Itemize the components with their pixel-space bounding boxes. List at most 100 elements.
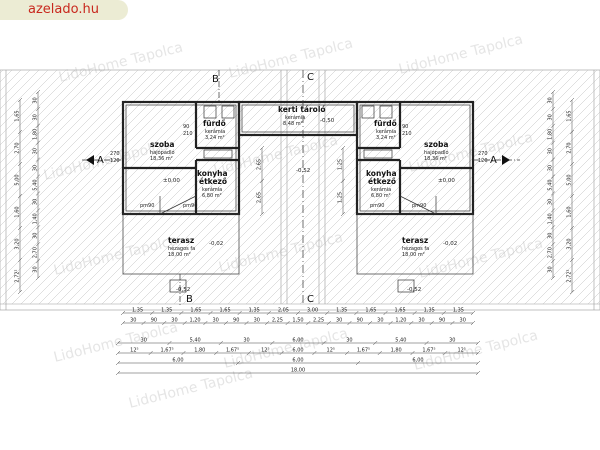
dimension-label: 30 [212,318,218,324]
room-floor-konyha: kerámia [202,186,222,193]
dimension-tick [237,310,242,316]
dimension-label: 5,40 [548,179,554,190]
dimension-tick [17,225,23,231]
dimension-tick [475,340,481,346]
section-label-a: A [490,155,497,166]
door-label: 90 [402,124,408,130]
hatch-line [506,210,600,305]
door-label: 90 [183,124,189,130]
hatch-line [200,69,436,305]
dimension-tick [312,350,317,356]
dimension-tick [569,193,575,199]
hatch-line [0,69,67,137]
hatch-line [0,69,31,101]
room-area-kerti-tarolo: 8,48 m² [283,121,303,127]
site-badge[interactable]: azelado.hu [0,0,128,20]
dimension-label: 1,80 [391,348,402,354]
dimension-tick [443,350,448,356]
dimension-label: 1,40 [548,213,554,224]
dimension-label: 1,25 [338,159,344,170]
dimension-tick [354,310,359,316]
dimension-tick [161,320,167,326]
dimension-label: 30 [33,148,39,154]
dimension-tick [35,258,41,264]
dimension-tick [259,211,265,217]
dimension-tick [550,174,556,179]
hatch-line [0,69,112,182]
room-area-furdo: 3,24 m² [205,135,225,141]
hatch-line [425,129,600,305]
dimension-label: 1,65 [395,308,406,314]
section-label-a: A [97,155,104,166]
dimension-label: 30 [460,318,466,324]
dimension-tick [179,310,184,316]
hatch-line [488,192,600,305]
hatch-line [524,228,600,305]
dimension-label: 2,05 [278,308,289,314]
room-name-konyha: konyha [366,169,397,178]
dimension-tick [149,310,155,316]
dimension-label: 1,20 [189,318,200,324]
dimension-tick [475,360,481,366]
dimension-tick [266,310,272,316]
room-name-terasz: terasz [168,236,194,245]
dimension-label: 1,80 [548,129,554,140]
dimension-label: 2,70 [33,247,39,258]
dimension-tick [35,89,41,95]
dimension-tick [203,320,208,326]
dimension-tick [35,106,41,112]
dimension-label: 90 [233,318,239,324]
level-mark: -0,02 [209,241,223,247]
dimension-tick [306,320,311,326]
dimension-label: 1,67⁵ [357,348,370,354]
level-mark: -0,52 [176,287,190,293]
dimension-tick [569,225,575,231]
dimension-label: 90 [151,318,157,324]
wall-inner [359,104,471,212]
dimension-tick [550,157,556,162]
hatch-line [101,69,337,305]
dimension-label: 1,35 [424,308,435,314]
kitchen-counter [363,149,393,159]
dimension-tick [475,350,481,356]
dimension-tick [367,320,373,326]
dimension-tick [550,242,556,247]
dimension-label: 3,20 [567,238,573,249]
hatch-line [155,69,391,305]
dimension-tick [17,129,23,135]
dimension-label: 2,65 [257,159,263,170]
hatch-line [0,69,121,191]
hatch-line [290,69,526,305]
dimension-tick [550,258,556,264]
door-label: pm90 [140,203,154,209]
room-name-szoba: szoba [150,140,174,149]
dimension-tick [115,340,121,346]
dimension-tick [569,161,575,167]
dimension-tick [441,310,447,316]
hatch-line [389,93,600,305]
dimension-tick [244,320,249,326]
door-label: pm90 [370,203,384,209]
hatch-line [542,246,600,305]
hatch-line [272,69,508,305]
dimension-label: 1,65 [365,308,376,314]
dimension-label: 30 [548,266,554,272]
watermark: LidoHome Tapolca [227,36,354,82]
hatch-line [533,237,600,305]
hatch-line [497,201,600,305]
dimension-tick [340,178,346,184]
wall-inner [241,104,355,133]
hatch-line [470,174,600,305]
dimension-label: 3,00 [307,308,318,314]
dimension-tick [167,340,172,346]
hatch-line [227,69,463,305]
dimension-tick [120,320,126,326]
dimension-label: 30 [141,338,147,344]
dimension-label: 1,35 [249,308,260,314]
room-name-kerti-tarolo: kerti tároló [278,105,326,114]
dimension-tick [218,340,224,346]
door-swing [399,195,437,215]
hatch-line [371,75,600,305]
dimension-label: 1,65 [15,110,21,121]
